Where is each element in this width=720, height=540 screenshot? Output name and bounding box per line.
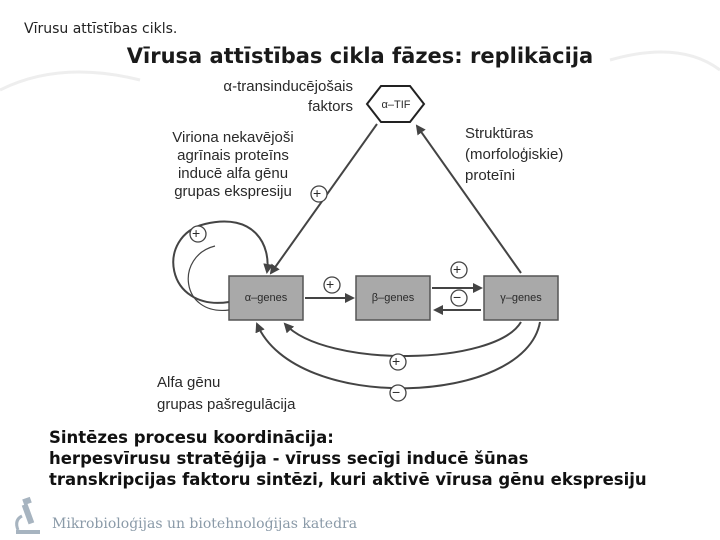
slide-caption: Sintēzes procesu koordinācija: herpesvīr… bbox=[49, 427, 647, 490]
slide-title: Vīrusa attīstības cikla fāzes: replikāci… bbox=[126, 44, 594, 68]
sign-plus-alpha-beta-glyph: + bbox=[326, 276, 335, 292]
caption-line2: herpesvīrusu stratēģija - vīruss secīgi … bbox=[49, 449, 529, 468]
alpha-genes-box bbox=[228, 275, 304, 321]
caption-line1: Sintēzes procesu koordinācija: bbox=[49, 428, 334, 447]
sign-plus-loop bbox=[189, 225, 207, 243]
sign-minus-gamma-beta bbox=[450, 289, 468, 307]
arrow-gamma-to-tif bbox=[415, 124, 522, 274]
alpha-self-loop-inner bbox=[187, 245, 230, 311]
tif-label-line2: faktors bbox=[307, 98, 353, 115]
diagram-graphics bbox=[172, 85, 559, 402]
gamma-genes-box bbox=[483, 275, 559, 321]
autoreg-text-line1: Alfa gēnu bbox=[157, 374, 221, 391]
structural-text-line1: Struktūras bbox=[465, 125, 534, 142]
sign-minus-arc bbox=[389, 384, 407, 402]
tif-node-shape bbox=[365, 85, 426, 123]
virion-text-line1: Viriona nekavējoši bbox=[172, 129, 294, 146]
sign-plus-tif-glyph: + bbox=[313, 185, 322, 201]
slide-header: Vīrusu attīstības cikls. bbox=[24, 21, 178, 37]
sign-plus-arc bbox=[389, 353, 407, 371]
autoreg-text-line2: grupas pašregulācija bbox=[157, 396, 296, 413]
footer-department: Mikrobioloģijas un biotehnoloģijas kated… bbox=[52, 516, 358, 532]
arc-gamma-to-alpha-plus bbox=[283, 321, 522, 357]
microscope-icon bbox=[15, 496, 40, 534]
sign-minus-gamma-beta-glyph: − bbox=[453, 289, 462, 305]
structural-text-line2: (morfoloģiskie) bbox=[465, 146, 564, 163]
sign-plus-alpha-beta bbox=[323, 276, 341, 294]
virion-text-line3: inducē alfa gēnu bbox=[177, 165, 289, 182]
beta-genes-box bbox=[355, 275, 431, 321]
replication-diagram: + + + + − + − α-transinducējošais faktor… bbox=[145, 76, 603, 418]
beta-genes-label: β–genes bbox=[371, 292, 415, 304]
structural-text-line3: proteīni bbox=[465, 167, 516, 184]
sign-plus-beta-gamma bbox=[450, 261, 468, 279]
gamma-genes-label: γ–genes bbox=[500, 292, 542, 304]
sign-plus-loop-glyph: + bbox=[192, 225, 201, 241]
sign-plus-beta-gamma-glyph: + bbox=[453, 261, 462, 277]
arc-gamma-to-alpha-minus bbox=[255, 321, 541, 390]
caption-line3: transkripcijas faktoru sintēzi, kuri akt… bbox=[49, 470, 647, 489]
sign-plus-arc-glyph: + bbox=[392, 353, 401, 369]
virion-text-line4: grupas ekspresiju bbox=[174, 183, 292, 200]
sign-plus-tif bbox=[310, 185, 328, 203]
virion-text-line2: agrīnais proteīns bbox=[177, 147, 289, 164]
alpha-genes-label: α–genes bbox=[244, 292, 288, 304]
tif-label-line1: α-transinducējošais bbox=[223, 78, 353, 95]
tif-node-label: α–TIF bbox=[381, 99, 411, 111]
sign-minus-arc-glyph: − bbox=[392, 384, 401, 400]
